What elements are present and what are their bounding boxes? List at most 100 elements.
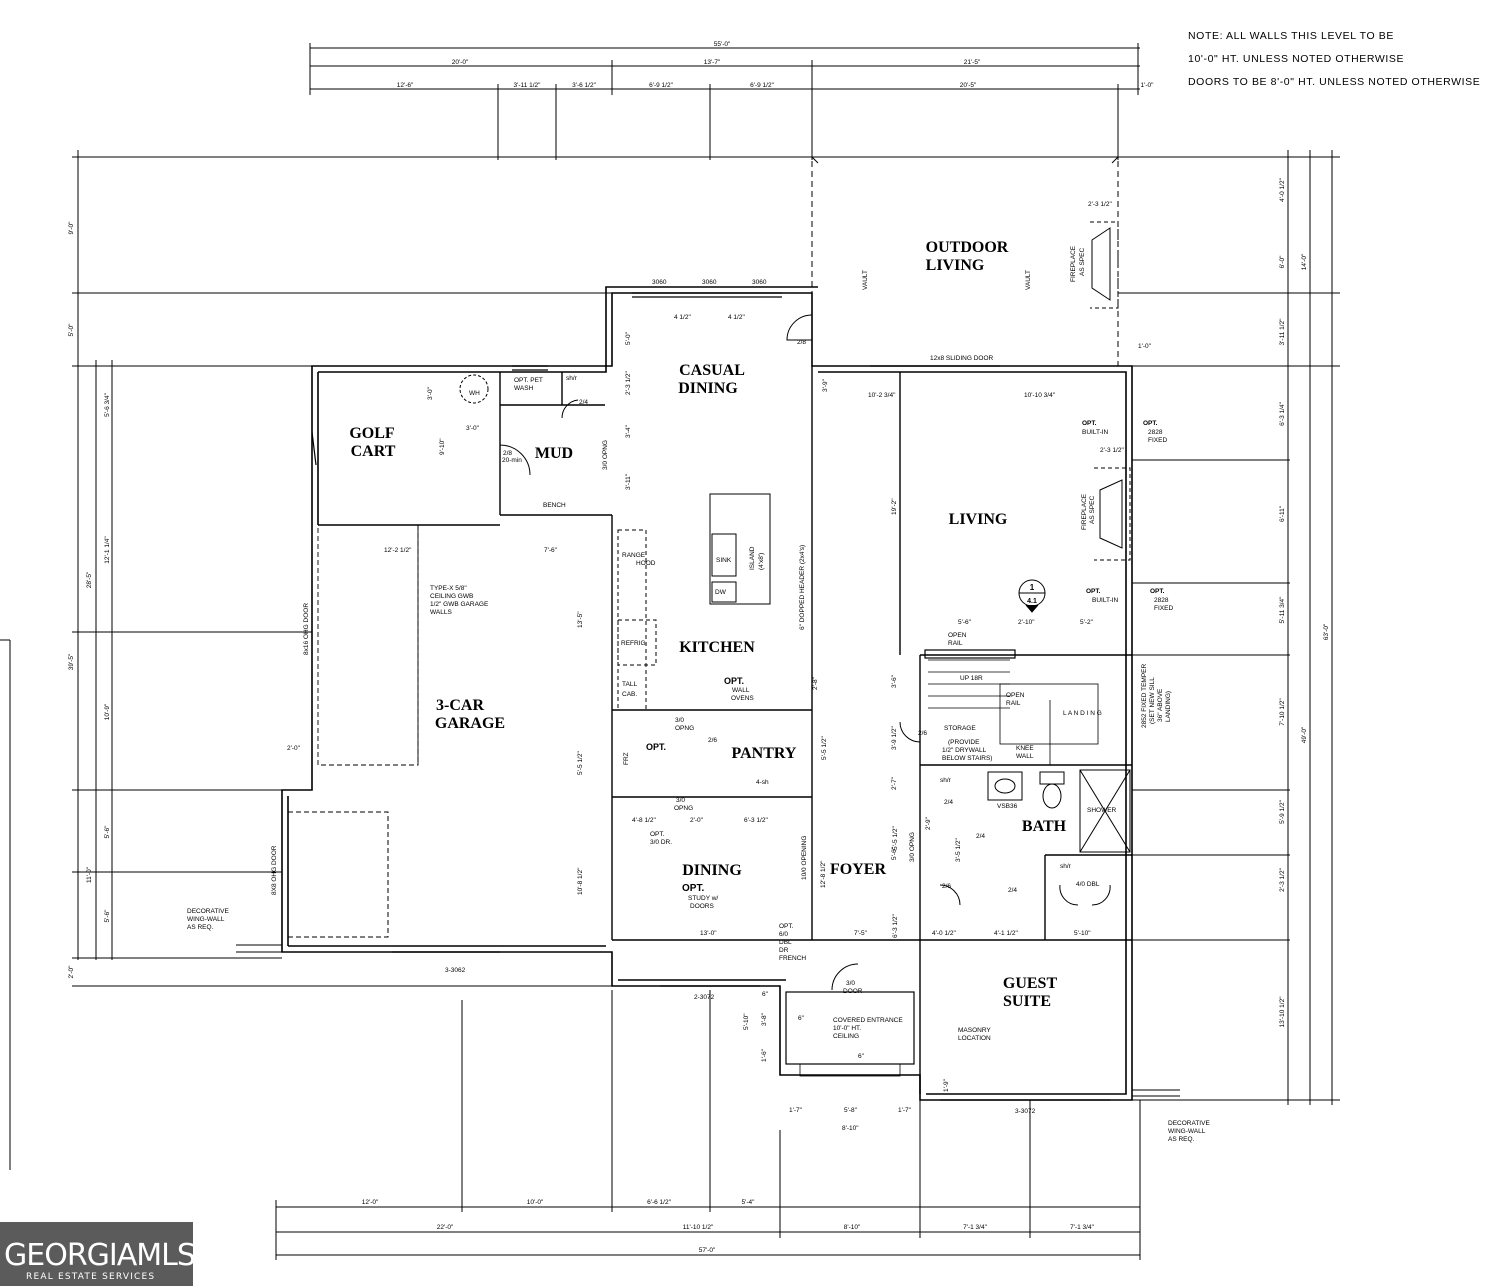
section-sheet: 4.1 — [1027, 598, 1037, 605]
typex-3: 1/2" GWB GARAGE — [430, 601, 489, 608]
dim-2-8c: 2'-8" — [812, 676, 819, 690]
dim-top-20-5: 20'-5" — [960, 82, 977, 89]
dbl-3: DBL — [779, 939, 792, 946]
room-outdoor-living: OUTDOOR — [926, 239, 1009, 256]
header-note: 6" DOPPED HEADER (2x4's) — [799, 545, 806, 630]
ohg-door-2: 8X8 OHG DOOR — [271, 845, 278, 895]
dim-7-5: 7'-5" — [854, 930, 868, 937]
door-2-8b: 2/8 — [503, 450, 512, 457]
opt-pantry: OPT. — [646, 742, 666, 752]
dim-right-49-0: 49'-0" — [1301, 726, 1308, 743]
dim-6-3: 6'-3 1/2" — [744, 817, 768, 824]
dim-6c: 6" — [858, 1053, 865, 1060]
sliding-door: 12x8 SLIDING DOOR — [930, 355, 994, 362]
lbl-4-1-2a: 4 1/2" — [674, 314, 691, 321]
dim-12-2: 12'-2 1/2" — [384, 547, 412, 554]
room-outdoor-living-2: LIVING — [926, 257, 985, 274]
dim-2-0g: 2'-0" — [287, 745, 301, 752]
opt-wall-ovens: OPT. — [724, 676, 744, 686]
opng-30b: OPNG — [675, 725, 694, 732]
dim-top-20: 20'-0" — [452, 59, 469, 66]
dim-5-10: 5'-10" — [743, 1013, 750, 1030]
island: ISLAND — [749, 546, 756, 570]
cab: CAB. — [622, 691, 637, 698]
room-mud: MUD — [535, 445, 573, 462]
note-line-2: 10'-0" HT. UNLESS NOTED OTHERWISE — [1188, 53, 1405, 65]
covered-1: COVERED ENTRANCE — [833, 1017, 903, 1024]
covered-3: CEILING — [833, 1033, 859, 1040]
dim-4-8: 4'-8 1/2" — [632, 817, 656, 824]
room-golf-cart: GOLF — [349, 425, 395, 442]
fireplace-a: FIREPLACE — [1070, 245, 1077, 282]
dim-right-14-0: 14'-0" — [1301, 253, 1308, 270]
opt-dr-1: OPT. — [650, 831, 665, 838]
dim-5-2: 5'-2" — [1080, 619, 1094, 626]
opt-d: OPT. — [1150, 588, 1165, 595]
opng-30c: 3/0 — [676, 797, 685, 804]
door-2-4c: 2/4 — [976, 833, 985, 840]
dim-5-5: 5'-5 1/2" — [577, 751, 584, 775]
dim-right-63-0: 63'-0" — [1323, 623, 1330, 640]
note-line-3: DOORS TO BE 8'-0" HT. UNLESS NOTED OTHER… — [1188, 76, 1481, 88]
dim-top-1-0: 1'-0" — [1141, 82, 1155, 89]
storage: STORAGE — [944, 725, 976, 732]
win-2828b: 2828 — [1154, 597, 1169, 604]
dim-2-9: 2'-9" — [925, 816, 932, 830]
door-2-4d: 2/4 — [1008, 887, 1017, 894]
knee-1: KNEE — [1016, 745, 1034, 752]
dim-bot-overall: 57'-0" — [699, 1247, 716, 1254]
dim-top-3-11: 3'-11 1/2" — [514, 82, 542, 89]
win-3060a: 3060 — [652, 279, 667, 286]
dim-top-6-9a: 6'-9 1/2" — [649, 82, 673, 89]
opt-c: OPT. — [1086, 588, 1101, 595]
door-3-3072: 3-3072 — [1015, 1108, 1036, 1115]
opng-30d: OPNG — [674, 805, 693, 812]
dim-top-3-6: 3'-6 1/2" — [572, 82, 596, 89]
dim-left-5-6-3: 5'-6 3/4" — [104, 392, 111, 416]
knee-2: WALL — [1016, 753, 1034, 760]
dim-4-1: 4'-1 1/2" — [994, 930, 1018, 937]
dim-top-overall: 55'-0" — [714, 41, 731, 48]
opng: 3/0 OPNG — [602, 440, 609, 470]
dim-right-13-10: 13'-10 1/2" — [1279, 996, 1286, 1028]
dim-8-10f: 8'-10" — [842, 1125, 859, 1132]
dim-5-6s: 5'-6" — [958, 619, 972, 626]
dim-left-11-0: 11'-0" — [86, 866, 93, 883]
ohg-door-1: 8x16 OHG DOOR — [303, 603, 310, 655]
fixed-a: FIXED — [1148, 437, 1167, 444]
dim-bot-10-0: 10'-0" — [527, 1199, 544, 1206]
masonry-2: LOCATION — [958, 1035, 991, 1042]
dim-3-11k: 3'-11" — [625, 473, 632, 490]
builtin-a: BUILT-IN — [1082, 429, 1109, 436]
door-4-0-dbl: 4/0 DBL — [1076, 881, 1100, 888]
dim-3-8: 3'-8" — [761, 1012, 768, 1026]
dim-1-9: 1'-9" — [943, 1078, 950, 1092]
dim-7-6: 7'-6" — [544, 547, 558, 554]
bench: BENCH — [543, 502, 566, 509]
dim-right-6-3: 6'-3 1/4" — [1279, 401, 1286, 425]
wing-3: AS REQ. — [187, 924, 214, 931]
dim-right-6-11: 6'-11" — [1279, 505, 1286, 522]
dim-10-10: 10'-10 3/4" — [1024, 392, 1056, 399]
tempr-4: LANDING) — [1165, 691, 1172, 722]
landing: L A N D I N G — [1063, 710, 1102, 717]
dbl-1: OPT. — [779, 923, 794, 930]
ovens: OVENS — [731, 695, 754, 702]
vault-b: VAULT — [1025, 270, 1032, 290]
hood: HOOD — [636, 560, 656, 567]
dim-right-3-11: 3'-11 1/2" — [1279, 318, 1286, 346]
typex-2: CEILING GWB — [430, 593, 473, 600]
dim-bot-7-1a: 7'-1 3/4" — [963, 1224, 987, 1231]
room-foyer: FOYER — [830, 861, 886, 878]
dim-6b: 6" — [798, 1015, 805, 1022]
opt-b: OPT. — [1143, 420, 1158, 427]
dw: DW — [715, 589, 727, 596]
shr-b: sh/r — [940, 777, 952, 784]
shr-a: sh/r — [566, 375, 578, 382]
dim-3-0b: 3'-0" — [466, 425, 480, 432]
covered-2: 10'-0" HT. — [833, 1025, 861, 1032]
opt-dining: OPT. — [682, 883, 704, 894]
opening-10-0: 10/0 OPENING — [801, 836, 808, 880]
dim-6a: 6" — [762, 991, 769, 998]
